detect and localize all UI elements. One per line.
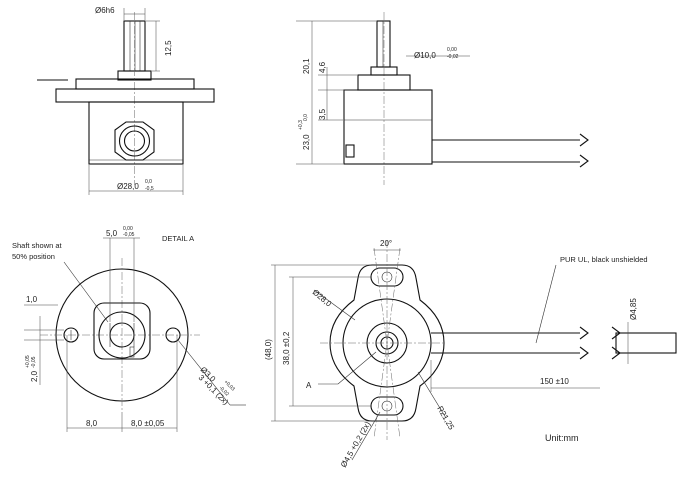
spacing-right-label: 8,0 ±0,05	[131, 419, 165, 428]
total-length-label: (48,0)	[264, 339, 273, 360]
flange-height-label: 3,5	[318, 108, 327, 120]
detail-label: DETAIL A	[162, 234, 194, 243]
pin-offset-label: 1,0	[26, 295, 38, 304]
body-diameter-tol-upper: 0,0	[145, 179, 152, 185]
body-diameter-label: Ø28,0	[117, 182, 139, 191]
body-diameter-tol-lower: -0,5	[145, 186, 154, 192]
shaft-step-label: 4,6	[318, 61, 327, 73]
collar-tol-lower: -0,02	[447, 54, 459, 60]
angle-label: 20°	[380, 239, 392, 248]
body-height-label: 23,0	[302, 134, 311, 150]
flat-tol-lower: -0,05	[123, 232, 135, 238]
unit-note: Unit:mm	[545, 433, 579, 443]
body-height-tol-upper: +0,3	[298, 120, 304, 130]
cable-diameter-label: Ø4,85	[629, 298, 638, 320]
top-view	[271, 240, 677, 461]
pin-height-label: 2,0	[30, 370, 39, 382]
collar-tol-upper: 0,00	[447, 47, 457, 53]
flat-tol-upper: 0,00	[123, 226, 133, 232]
pcd-label: Ø28,0	[311, 288, 334, 309]
overall-height-label: 20,1	[302, 58, 311, 74]
cable-length-label: 150 ±10	[540, 377, 569, 386]
pin-height-tol-upper: +0,05	[25, 355, 31, 368]
front-view	[37, 8, 215, 195]
pin-height-tol-lower: -0,05	[31, 356, 37, 368]
flat-width-label: 5,0	[106, 229, 118, 238]
detail-marker-label: A	[306, 381, 312, 390]
slot-diameter-label: Ø4,5 +0,2 (2x)	[339, 420, 373, 469]
body-height-tol-lower: 0,0	[303, 114, 309, 121]
shaft-note-line2: 50% position	[12, 252, 55, 261]
shaft-diameter-label: Ø6h6	[95, 6, 115, 15]
detail-a-view	[24, 237, 246, 432]
shaft-note-line1: Shaft shown at	[12, 241, 63, 250]
hole-distance-label: 38,0 ±0,2	[282, 331, 291, 365]
side-view	[296, 12, 589, 185]
spacing-left-label: 8,0	[86, 419, 98, 428]
shaft-length-label: 12,5	[164, 40, 173, 56]
radius-label: R21,25	[435, 405, 456, 432]
cable-note-label: PUR UL, black unshielded	[560, 255, 648, 264]
collar-diameter-label: Ø10,0	[414, 51, 436, 60]
